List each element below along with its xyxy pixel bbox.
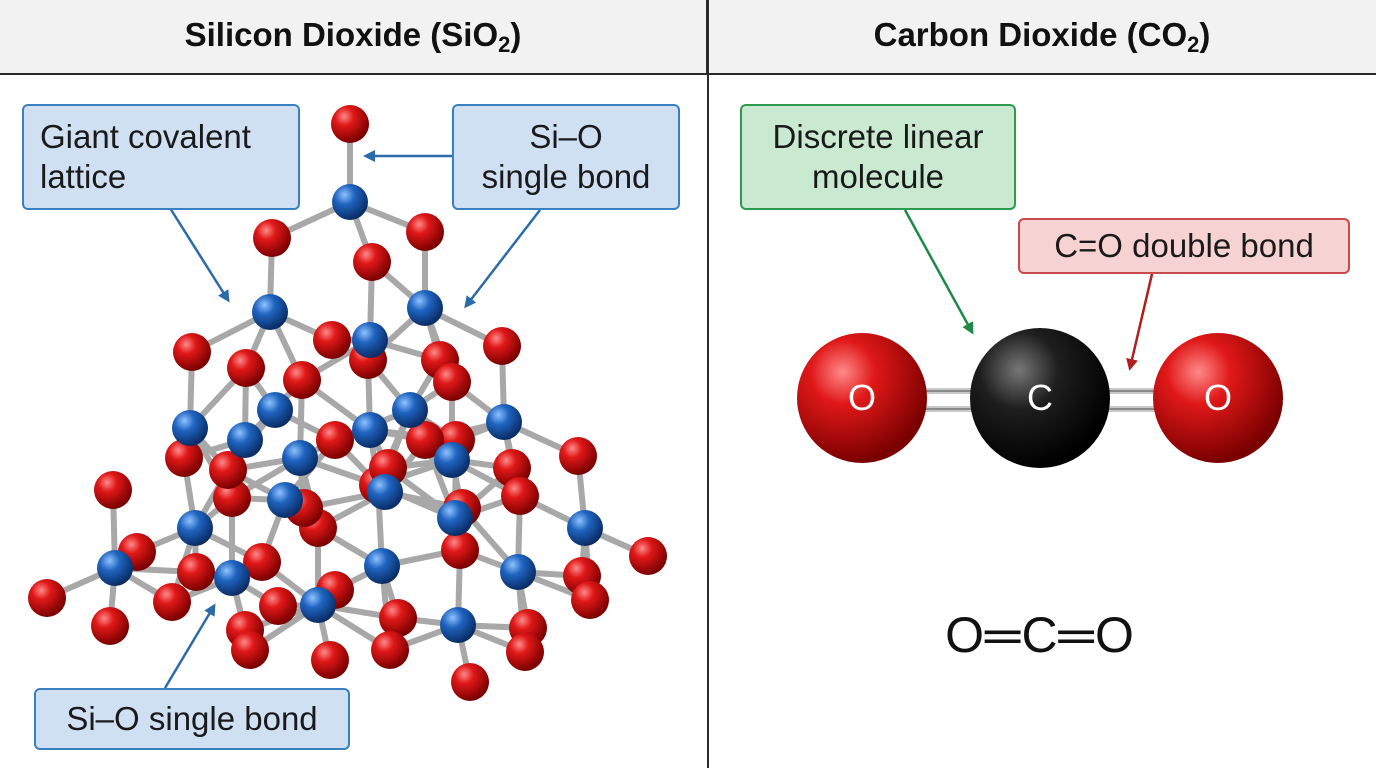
oxygen-atom bbox=[209, 451, 247, 489]
giant-lattice-line1: Giant covalent bbox=[40, 117, 251, 155]
sio-bond-right-arrow bbox=[464, 209, 541, 309]
co2-oxygen-right-atom bbox=[1153, 333, 1283, 463]
oxygen-atom bbox=[451, 663, 489, 701]
oxygen-atom bbox=[501, 477, 539, 515]
oxygen-atom bbox=[91, 607, 129, 645]
oxygen-atom bbox=[253, 219, 291, 257]
silicon-atom bbox=[352, 412, 388, 448]
oxygen-atom bbox=[371, 631, 409, 669]
silicon-atom bbox=[172, 410, 208, 446]
silicon-dioxide-header: Silicon Dioxide (SiO2) bbox=[0, 0, 708, 75]
oxygen-atom bbox=[433, 363, 471, 401]
sio-bond-bottom-arrow bbox=[163, 603, 216, 689]
silicon-atom bbox=[437, 500, 473, 536]
discrete-line1: Discrete linear bbox=[772, 117, 984, 155]
discrete-molecule-arrow bbox=[903, 209, 974, 335]
silicon-dioxide-title: Silicon Dioxide (SiO2) bbox=[184, 15, 522, 57]
silicon-atom bbox=[282, 440, 318, 476]
oxygen-atom bbox=[231, 631, 269, 669]
oxygen-atom bbox=[165, 439, 203, 477]
co-double-bond-label: C=O double bond bbox=[1018, 218, 1350, 274]
silicon-atom bbox=[440, 607, 476, 643]
oxygen-atom bbox=[311, 641, 349, 679]
silicon-atom bbox=[407, 290, 443, 326]
sio-bond-bottom-text: Si–O single bond bbox=[66, 699, 318, 737]
co2-double-bond-right bbox=[1095, 388, 1165, 412]
double-bond-arrow bbox=[1126, 273, 1154, 371]
oxygen-atom bbox=[243, 543, 281, 581]
silicon-atom bbox=[267, 482, 303, 518]
giant-lattice-arrow bbox=[168, 207, 230, 303]
oxygen-atom bbox=[441, 531, 479, 569]
oxygen-atom bbox=[313, 321, 351, 359]
oxygen-atom bbox=[559, 437, 597, 475]
co2-structural-formula: O═C═O bbox=[945, 607, 1135, 663]
oxygen-atom bbox=[506, 633, 544, 671]
oxygen-atom bbox=[94, 471, 132, 509]
carbon-dioxide-header: Carbon Dioxide (CO2) bbox=[708, 0, 1376, 75]
silicon-atom bbox=[257, 392, 293, 428]
silicon-atom bbox=[352, 322, 388, 358]
oxygen-atom bbox=[173, 333, 211, 371]
double-bond-text: C=O double bond bbox=[1054, 226, 1314, 264]
oxygen-atom bbox=[28, 579, 66, 617]
lattice-atoms bbox=[28, 105, 667, 701]
carbon-dioxide-title: Carbon Dioxide (CO2) bbox=[873, 15, 1211, 57]
silicon-atom bbox=[214, 560, 250, 596]
silicon-atom bbox=[227, 422, 263, 458]
silicon-atom bbox=[486, 404, 522, 440]
oxygen-atom bbox=[483, 327, 521, 365]
sio-bond-top-line1: Si–O bbox=[529, 117, 603, 155]
panel-divider bbox=[707, 0, 709, 768]
oxygen-atom bbox=[353, 243, 391, 281]
silicon-atom bbox=[177, 510, 213, 546]
silicon-atom bbox=[367, 474, 403, 510]
silicon-atom bbox=[97, 550, 133, 586]
sio2-lattice-diagram bbox=[28, 105, 667, 701]
oxygen-atom bbox=[331, 105, 369, 143]
silicon-atom bbox=[364, 548, 400, 584]
co2-carbon-symbol: C bbox=[1027, 377, 1053, 418]
co2-double-bond-left bbox=[915, 388, 985, 412]
oxygen-atom bbox=[153, 583, 191, 621]
silicon-atom bbox=[332, 184, 368, 220]
co2-oxygen-left-atom bbox=[797, 333, 927, 463]
oxygen-atom bbox=[283, 361, 321, 399]
oxygen-atom bbox=[259, 587, 297, 625]
discrete-line2: molecule bbox=[811, 158, 945, 195]
silicon-atom bbox=[392, 392, 428, 428]
silicon-atom bbox=[300, 587, 336, 623]
oxygen-atom bbox=[316, 421, 354, 459]
oxygen-atom bbox=[227, 349, 265, 387]
oxygen-atom bbox=[379, 599, 417, 637]
silicon-atom bbox=[500, 554, 536, 590]
co2-oxygen-right-symbol: O bbox=[1204, 377, 1232, 418]
silicon-atom bbox=[252, 294, 288, 330]
oxygen-atom bbox=[177, 553, 215, 591]
giant-lattice-line2: lattice bbox=[40, 158, 127, 195]
oxygen-atom bbox=[406, 213, 444, 251]
silicon-atom bbox=[567, 510, 603, 546]
sio-bond-top-line2: single bond bbox=[481, 158, 651, 195]
oxygen-atom bbox=[406, 421, 444, 459]
sio-single-bond-bottom-label: Si–O single bond bbox=[34, 688, 350, 750]
co2-oxygen-left-symbol: O bbox=[848, 377, 876, 418]
oxygen-atom bbox=[629, 537, 667, 575]
oxygen-atom bbox=[571, 581, 609, 619]
silicon-atom bbox=[434, 442, 470, 478]
oxygen-atom bbox=[213, 479, 251, 517]
co2-carbon-atom bbox=[970, 328, 1110, 468]
